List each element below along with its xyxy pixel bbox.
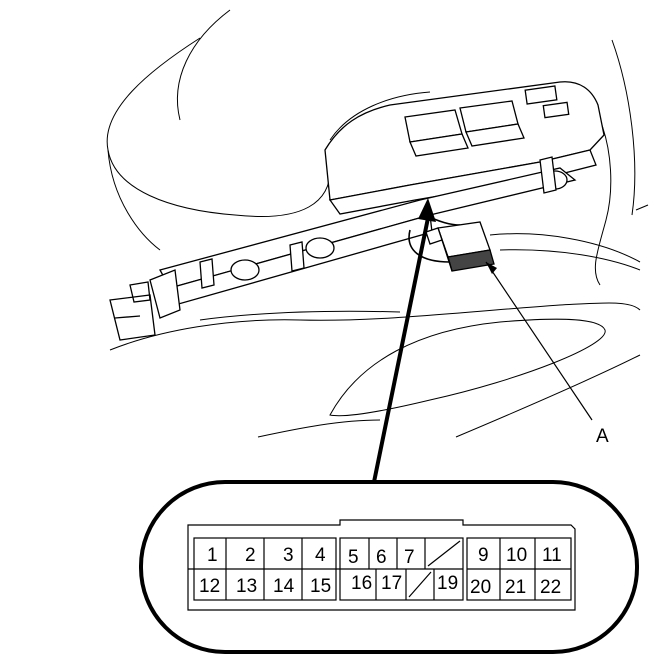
pin-label: 4 bbox=[315, 545, 326, 566]
pin-label: 11 bbox=[542, 545, 562, 566]
pin-label: 10 bbox=[506, 545, 527, 566]
pin-label: 21 bbox=[505, 577, 526, 598]
pin-label: 20 bbox=[470, 577, 491, 598]
connector-top-row: 1 2 3 4 5 6 7 9 10 11 bbox=[207, 545, 562, 568]
pin-label: 5 bbox=[348, 547, 359, 568]
pin-label: 2 bbox=[245, 545, 256, 566]
pin-label: 3 bbox=[283, 545, 294, 566]
power-window-switch bbox=[109, 81, 605, 341]
connector-view-frame bbox=[139, 480, 639, 654]
connector-bottom-row: 12 13 14 15 16 17 19 20 21 22 bbox=[199, 573, 561, 598]
door-panel-outline bbox=[106, 9, 649, 438]
blank-cavity-18 bbox=[408, 571, 432, 598]
face-view-pointer-head bbox=[418, 198, 436, 222]
callout-a-label: A bbox=[596, 426, 609, 447]
pin-label: 16 bbox=[351, 573, 372, 594]
pin-label: 19 bbox=[437, 573, 458, 594]
pin-label: 14 bbox=[273, 576, 295, 597]
pin-label: 7 bbox=[404, 547, 415, 568]
connector-a bbox=[408, 214, 495, 272]
pin-label: 17 bbox=[381, 573, 402, 594]
callout-a-leader bbox=[485, 261, 593, 421]
face-view-pointer bbox=[372, 217, 430, 483]
pin-label: 1 bbox=[207, 545, 218, 566]
blank-cavity-8 bbox=[427, 540, 461, 567]
pin-label: 13 bbox=[236, 576, 257, 597]
callout-a-arrowhead bbox=[486, 262, 497, 274]
pin-label: 9 bbox=[478, 545, 489, 566]
pin-label: 12 bbox=[199, 576, 220, 597]
pin-label: 15 bbox=[310, 576, 331, 597]
connector-face bbox=[187, 519, 576, 611]
pin-label: 22 bbox=[540, 577, 561, 598]
pin-label: 6 bbox=[376, 547, 387, 568]
